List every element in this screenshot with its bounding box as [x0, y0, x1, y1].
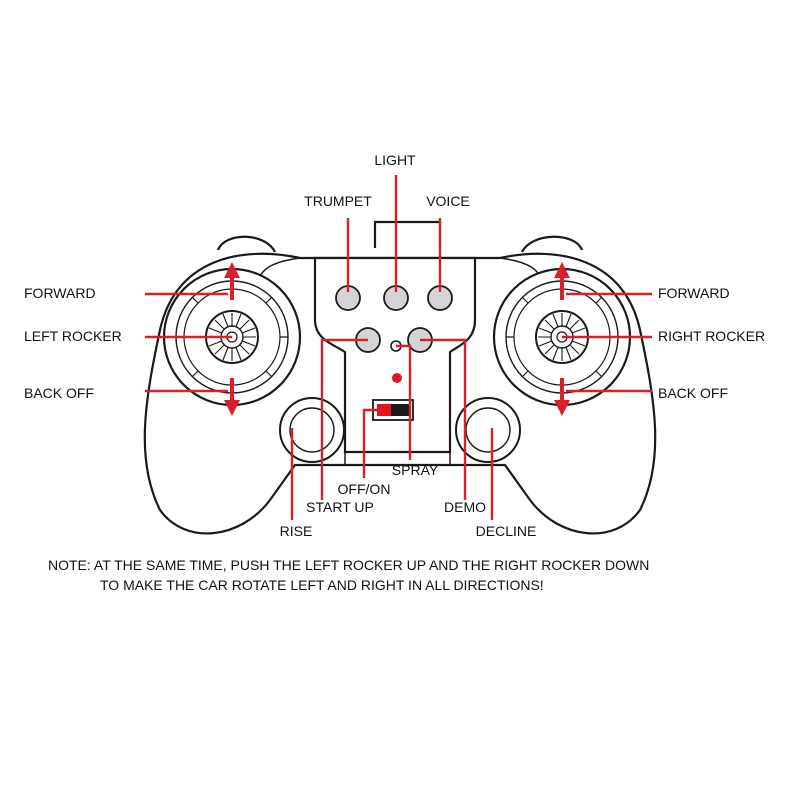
decline-button[interactable] [455, 397, 521, 463]
label-decline: DECLINE [476, 523, 537, 539]
direction-arrows [224, 262, 570, 416]
label-back-off-left: BACK OFF [24, 385, 94, 401]
label-trumpet: TRUMPET [304, 193, 372, 209]
rise-button[interactable] [279, 397, 345, 463]
label-off-on: OFF/ON [338, 481, 391, 497]
label-forward-right: FORWARD [658, 285, 730, 301]
label-rise: RISE [280, 523, 313, 539]
label-right-rocker: RIGHT ROCKER [658, 328, 765, 344]
power-indicator-led [392, 373, 402, 383]
label-demo: DEMO [444, 499, 486, 515]
label-light: LIGHT [374, 152, 416, 168]
label-voice: VOICE [426, 193, 470, 209]
label-back-off-right: BACK OFF [658, 385, 728, 401]
callout-lines [145, 175, 652, 520]
off-on-switch[interactable] [372, 399, 414, 421]
label-start-up: START UP [306, 499, 374, 515]
label-forward-left: FORWARD [24, 285, 96, 301]
label-left-rocker: LEFT ROCKER [24, 328, 122, 344]
label-spray: SPRAY [392, 462, 439, 478]
note-line-2: TO MAKE THE CAR ROTATE LEFT AND RIGHT IN… [100, 577, 544, 593]
note-line-1: NOTE: AT THE SAME TIME, PUSH THE LEFT RO… [48, 557, 650, 573]
